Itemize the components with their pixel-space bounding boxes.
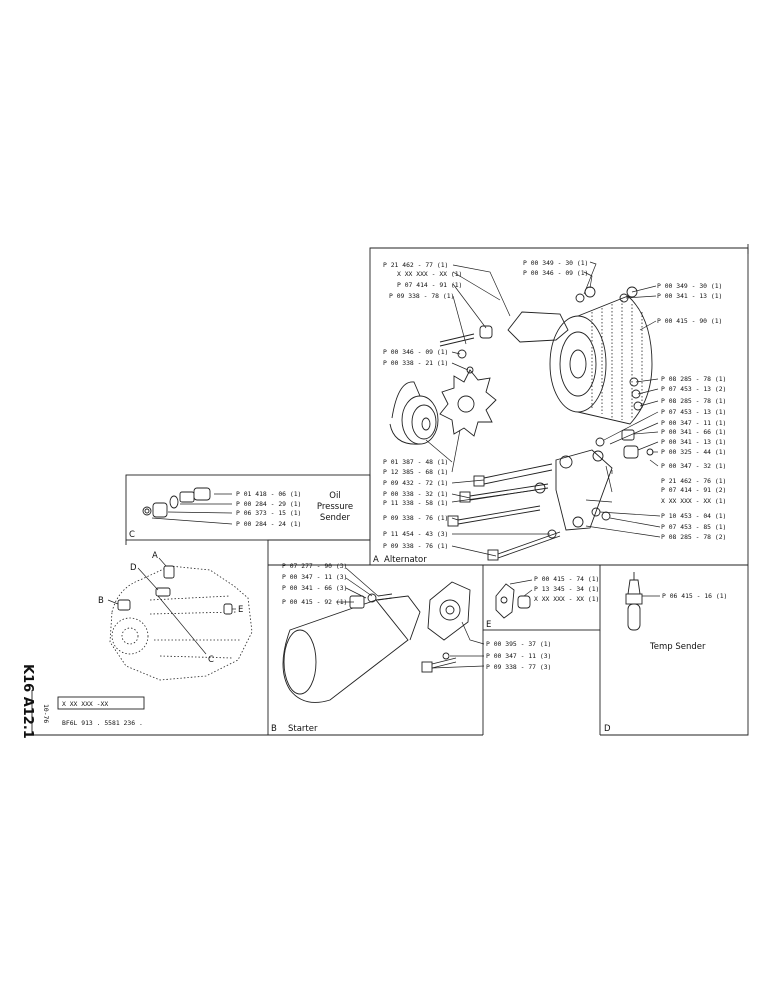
callout: P 07 277 - 90 (3) [282,562,347,570]
callout: P 00 338 - 32 (1) [383,490,448,498]
callout: X XX XXX - XX (1) [397,270,462,278]
callout: P 09 338 - 76 (1) [383,542,448,550]
oil-sender-drawing [142,487,233,525]
callout: P 00 415 - 92 (1) [282,598,347,606]
callout: P 00 341 - 13 (1) [661,438,726,446]
callout: P 08 285 - 78 (2) [661,533,726,541]
callout: P 12 385 - 68 (1) [383,468,448,476]
temp-sender-title: Temp Sender [649,642,706,652]
callout: P 00 346 - 09 (1) [523,269,588,277]
callout: P 00 341 - 13 (1) [657,292,722,300]
oil-sender-title-line3: Sender [320,513,351,523]
serial-box [57,696,145,710]
callout: P 00 346 - 09 (1) [383,348,448,356]
oil-sender-title-line2: Pressure [317,502,353,512]
callout: P 00 347 - 32 (1) [661,462,726,470]
callout: P 07 453 - 13 (2) [661,385,726,393]
callout: P 00 349 - 30 (1) [657,282,722,290]
e-drawing [495,579,533,619]
starter-title: Starter [288,724,318,734]
callout: P 07 414 - 91 (2) [661,486,726,494]
callout: P 09 432 - 72 (1) [383,479,448,487]
callout: P 07 453 - 85 (1) [661,523,726,531]
callout: P 00 415 - 90 (1) [657,317,722,325]
callout: P 01 387 - 48 (1) [383,458,448,466]
alternator-title: Alternator [384,555,427,565]
callout: P 07 453 - 13 (1) [661,408,726,416]
engine-marker-d: D [130,563,137,573]
callout: P 00 347 - 11 (3) [282,573,347,581]
section-e-letter: E [486,620,491,630]
section-a-letter: A [373,555,379,565]
date-code: 10-76 [42,704,50,723]
callout: P 06 415 - 16 (1) [662,592,727,600]
callout: P 00 325 - 44 (1) [661,448,726,456]
alternator-callouts: P 21 462 - 77 (1) X XX XXX - XX (1) P 07… [383,259,726,550]
callout: P 00 395 - 37 (1) [486,640,551,648]
title-block: X XX XXX -XX BF6L 913 . 5581 236 . 10-76… [20,664,268,739]
temp-sender-drawing [625,572,660,631]
starter-drawing [282,567,485,703]
callout: P 00 347 - 11 (1) [661,419,726,427]
callout: P 00 338 - 21 (1) [383,359,448,367]
oil-sender-title-line1: Oil [329,491,340,501]
alternator-drawing [389,261,661,561]
callout: P 00 341 - 66 (3) [282,584,347,592]
engine-marker-b: B [98,596,104,606]
engine-model-line: BF6L 913 . 5581 236 . [62,719,143,727]
callout: P 00 349 - 30 (1) [523,259,588,267]
callout: P 07 414 - 91 (1) [397,281,462,289]
engine-marker-a: A [152,551,158,561]
callout: P 00 347 - 11 (3) [486,652,551,660]
callout: P 08 285 - 78 (1) [661,375,726,383]
callout: P 00 284 - 24 (1) [236,520,301,528]
callout: P 00 415 - 74 (1) [534,575,599,583]
callout: P 11 338 - 58 (1) [383,499,448,507]
callout: P 10 453 - 04 (1) [661,512,726,520]
callout: X XX XXX - XX (1) [534,595,599,603]
engine-marker-c: C [208,655,214,665]
callout: P 21 462 - 77 (1) [383,261,448,269]
starter-frame [267,539,483,736]
callout: P 11 454 - 43 (3) [383,530,448,538]
callout: P 00 341 - 66 (1) [661,428,726,436]
callout: P 09 338 - 78 (1) [389,292,454,300]
callout: P 09 338 - 77 (3) [486,663,551,671]
section-b-letter: B [271,724,277,734]
engine-overview-drawing [107,557,253,681]
oil-sender-frame [125,474,371,541]
callout: X XX XXX - XX (1) [661,497,726,505]
section-d-letter: D [604,724,611,734]
callout: P 21 462 - 76 (1) [661,477,726,485]
serial-number: X XX XXX -XX [62,700,108,708]
callout: P 06 373 - 15 (1) [236,509,301,517]
callout: P 00 284 - 29 (1) [236,500,301,508]
callout: P 09 338 - 76 (1) [383,514,448,522]
callout: P 01 418 - 06 (1) [236,490,301,498]
engine-marker-e: E [238,605,243,615]
section-c-letter: C [129,530,135,540]
sheet-reference: K16 A12.1 [20,664,35,739]
e-frame [482,564,601,631]
callout: P 08 285 - 78 (1) [661,397,726,405]
callout: P 13 345 - 34 (1) [534,585,599,593]
section-frames [125,244,749,736]
